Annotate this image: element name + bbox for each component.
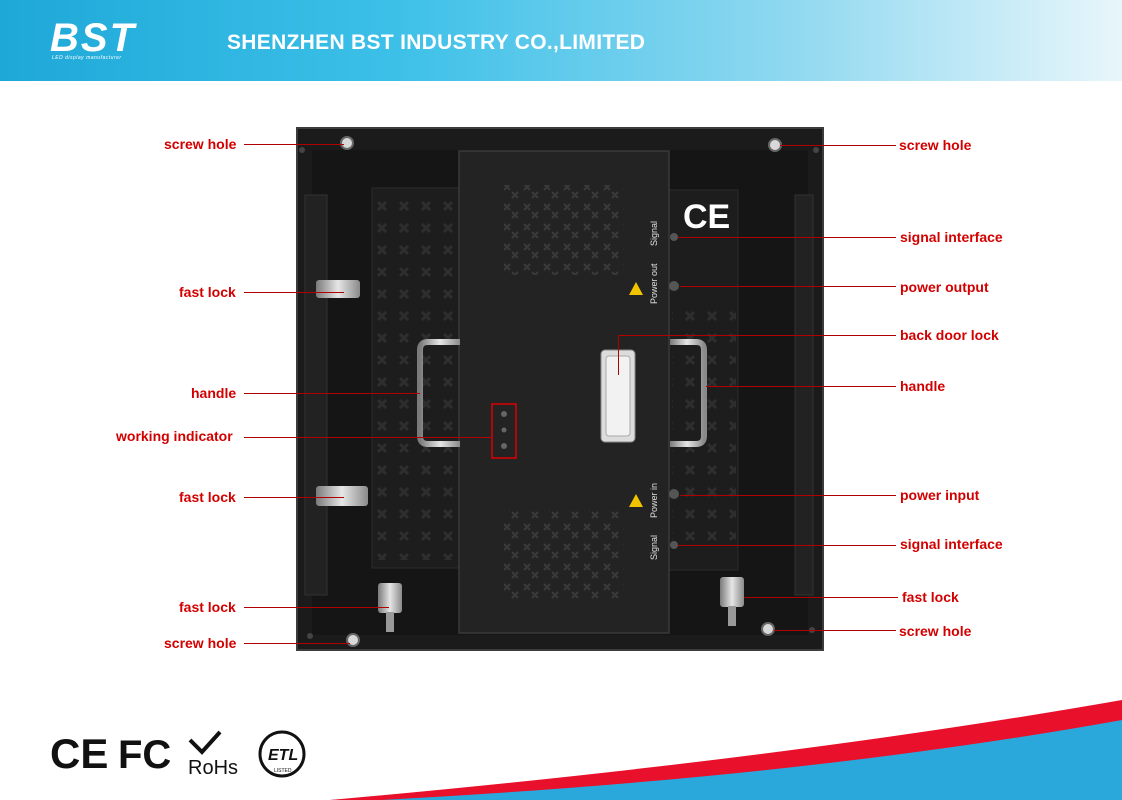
signal-connector-icon [670, 541, 678, 549]
certification-logos: CE FC RoHs ETL LISTED [50, 730, 306, 779]
label-screw-hole-top-left: screw hole [164, 136, 237, 152]
ce-certification-icon: CE [50, 730, 108, 777]
panel-signal-bottom-text: Signal [649, 535, 659, 560]
svg-text:ETL: ETL [268, 747, 298, 764]
leader-line [680, 495, 896, 496]
svg-text:LISTED: LISTED [274, 768, 292, 774]
leader-line [244, 393, 420, 394]
label-signal-interface-2: signal interface [900, 536, 1003, 552]
fast-lock-bottom-right [720, 577, 744, 607]
leader-line [780, 145, 896, 146]
panel-power-in-text: Power in [649, 483, 659, 518]
label-working-indicator: working indicator [116, 428, 233, 444]
label-power-output: power output [900, 279, 989, 295]
label-fast-lock-right: fast lock [902, 589, 959, 605]
leader-line [618, 335, 896, 336]
leader-line [244, 643, 350, 644]
panel-signal-top-text: Signal [649, 221, 659, 246]
label-screw-hole-bottom-left: screw hole [164, 635, 237, 651]
leader-line [706, 386, 896, 387]
decorative-swoosh [330, 700, 1122, 800]
power-in-connector-icon [669, 489, 679, 499]
label-signal-interface-1: signal interface [900, 229, 1003, 245]
leader-line [678, 545, 896, 546]
brand-logo: BST [50, 16, 136, 60]
leader-line [744, 597, 898, 598]
label-fast-lock-left-2: fast lock [179, 489, 236, 505]
label-back-door-lock: back door lock [900, 327, 999, 343]
leader-line [244, 437, 492, 438]
screw-hole-icon [340, 136, 354, 150]
power-out-connector-icon [669, 281, 679, 291]
leader-line [244, 497, 344, 498]
fast-lock-left-2 [316, 486, 368, 506]
screw-hole-icon [346, 633, 360, 647]
etl-certification-icon [258, 730, 306, 778]
label-screw-hole-bottom-right: screw hole [899, 623, 972, 639]
label-power-input: power input [900, 487, 980, 503]
fast-lock-left-1 [316, 280, 360, 298]
right-handle [670, 339, 707, 447]
working-indicator-box [491, 403, 517, 459]
label-fast-lock-left-3: fast lock [179, 599, 236, 615]
leader-line [680, 286, 896, 287]
fcc-certification-icon: FC [118, 733, 171, 777]
leader-line [244, 292, 344, 293]
header-banner: BST LED display manufacturer SHENZHEN BS… [0, 0, 1122, 81]
panel-ce-mark: CE [683, 198, 730, 236]
panel-power-out-text: Power out [649, 263, 659, 304]
warning-triangle-icon [629, 494, 643, 507]
leader-line [244, 607, 389, 608]
leader-line [774, 630, 896, 631]
brand-tagline: LED display manufacturer [52, 55, 122, 61]
fast-lock-bottom-left [378, 583, 402, 613]
company-name: SHENZHEN BST INDUSTRY CO.,LIMITED [227, 31, 646, 54]
label-handle-right: handle [900, 378, 946, 394]
rohs-check-icon [188, 730, 222, 755]
rohs-certification-icon: RoHs [188, 757, 238, 779]
label-handle-left: handle [191, 385, 237, 401]
leader-line [618, 335, 619, 375]
screw-hole-icon [761, 622, 775, 636]
warning-triangle-icon [629, 282, 643, 295]
signal-connector-icon [670, 233, 678, 241]
label-fast-lock-left-1: fast lock [179, 284, 236, 300]
left-handle [417, 339, 460, 447]
label-screw-hole-top-right: screw hole [899, 137, 972, 153]
leader-line [678, 237, 896, 238]
leader-line [244, 144, 344, 145]
